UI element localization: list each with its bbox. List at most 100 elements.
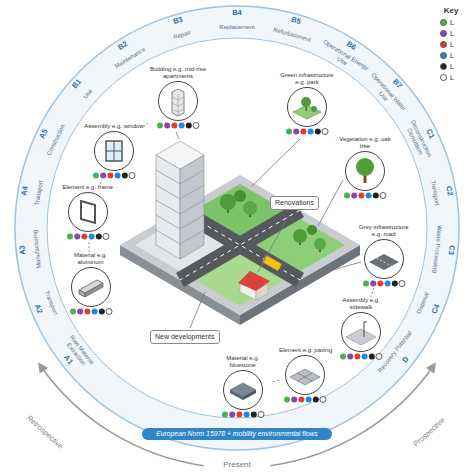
trees — [314, 238, 326, 250]
circle-outline — [94, 131, 134, 171]
legend-swatch — [440, 30, 447, 37]
circle-heading: Assembly e.g. window — [84, 123, 143, 130]
circle-outline — [364, 239, 404, 279]
trees — [307, 225, 317, 235]
apartment-building — [156, 141, 204, 259]
circle-icon — [286, 356, 324, 394]
stage-name: Operational Water Use — [364, 70, 409, 117]
leader-lines — [258, 213, 290, 272]
lifecycle-circle: Material e.g. bluestone — [213, 355, 273, 419]
leader-lines — [176, 132, 361, 328]
indicator-dot — [286, 129, 292, 135]
stage-name: Waste Processing — [431, 223, 443, 275]
circle-outline — [158, 81, 198, 121]
legend-swatch — [440, 63, 447, 70]
stage-code: D — [402, 356, 412, 365]
indicator-dots — [220, 410, 266, 419]
stage-name: Construction — [42, 115, 71, 165]
lifecycle-circle: Material e.g. aluminum — [61, 252, 121, 316]
legend-swatch — [440, 74, 447, 81]
time-label: Retrospective — [25, 413, 65, 450]
leader-lines — [318, 180, 343, 226]
indicator-dot — [358, 193, 364, 199]
stage-code: A2 — [32, 303, 43, 315]
lifecycle-circle: Vegetation e.g. oak tree — [335, 136, 395, 200]
indicator-dot — [222, 412, 228, 418]
stage-name: Use — [68, 72, 108, 115]
stage-code: B2 — [117, 40, 130, 52]
indicator-dot — [193, 123, 199, 129]
indicator-dot — [98, 309, 104, 315]
stage-name: Transport — [38, 278, 64, 329]
house — [238, 271, 270, 300]
indicator-dots — [155, 121, 201, 130]
indicator-dots — [342, 191, 388, 200]
indicator-dot — [88, 234, 94, 240]
bus — [262, 255, 282, 271]
house — [238, 271, 270, 291]
lifecycle-circle: Assembly e.g. window — [84, 123, 143, 180]
stage-name: Disposal — [411, 278, 437, 329]
indicator-dot — [313, 396, 319, 402]
time-arrow — [40, 366, 433, 466]
circle-heading: Grey infrastructure e.g. road — [354, 224, 414, 238]
circle-icon — [288, 88, 326, 126]
indicator-dot — [380, 193, 386, 199]
indicator-dot — [81, 234, 87, 240]
leader-lines — [176, 132, 179, 139]
stage-name: Manufacturing — [31, 223, 43, 275]
indicator-dot — [107, 173, 113, 179]
stage-name: Refurbishment — [266, 24, 318, 45]
stage-name: Operational Energy Use — [318, 38, 369, 77]
indicator-dot — [171, 123, 177, 129]
indicator-dot — [67, 234, 73, 240]
circle-heading: Building e.g. mid-rise apartments — [148, 66, 208, 80]
indicator-dots — [361, 279, 407, 288]
indicator-dot — [115, 173, 121, 179]
indicator-dot — [306, 396, 312, 402]
indicator-dot — [376, 354, 382, 360]
stage-code: B1 — [71, 78, 84, 91]
indicator-dots — [282, 395, 328, 404]
indicator-dot — [243, 412, 249, 418]
stage-code: B3 — [172, 16, 183, 27]
indicator-dot — [340, 354, 346, 360]
indicator-dot — [315, 129, 321, 135]
trees — [293, 229, 307, 243]
stage-name: Raw Material Extraction — [57, 327, 99, 376]
indicator-dot — [299, 396, 305, 402]
indicator-dot — [164, 123, 170, 129]
band-text: European Norm 15978 + mobility environme… — [148, 430, 326, 439]
indicator-dot — [351, 193, 357, 199]
indicator-dot — [377, 281, 383, 287]
trees — [234, 190, 246, 202]
stage-code: B7 — [390, 78, 403, 91]
indicator-dot — [96, 234, 102, 240]
connector-line — [100, 180, 102, 184]
callout-box: Renovations — [270, 196, 319, 210]
indicator-dot — [363, 281, 369, 287]
circle-heading: Material e.g. aluminum — [61, 252, 121, 266]
bus — [262, 255, 282, 271]
stage-name: Maintenance — [107, 41, 155, 74]
indicator-dot — [236, 412, 242, 418]
lifecycle-circle: Element e.g. paving — [279, 347, 332, 404]
circle-outline — [341, 312, 381, 352]
apartment-building — [156, 170, 204, 244]
indicator-dot — [292, 396, 298, 402]
leader-lines — [308, 262, 361, 277]
leader-lines — [190, 292, 205, 328]
indicator-dot — [77, 309, 83, 315]
stage-name: Replacement — [211, 24, 263, 31]
indicator-dot — [373, 193, 379, 199]
circle-heading: Green infrastructure e.g. park — [277, 72, 337, 86]
circle-heading: Material e.g. bluestone — [213, 355, 273, 369]
indicator-dot — [320, 396, 326, 402]
indicator-dot — [106, 309, 112, 315]
stage-name: Repair — [156, 24, 208, 45]
indicator-dot — [157, 123, 163, 129]
stage-code: B5 — [291, 16, 302, 27]
indicator-dot — [384, 281, 390, 287]
indicator-dot — [391, 281, 397, 287]
indicator-dot — [362, 354, 368, 360]
